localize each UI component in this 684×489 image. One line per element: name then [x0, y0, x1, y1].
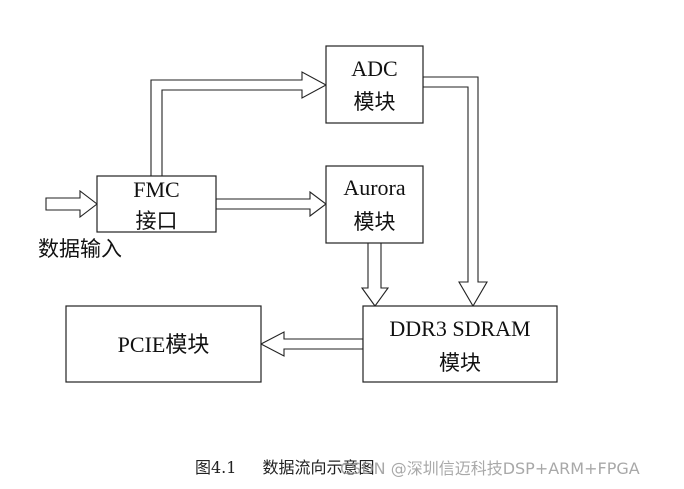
pcie-block-label: PCIE模块 [118, 332, 210, 357]
ddr3-block-sublabel: 模块 [439, 351, 481, 375]
fmc-block: FMC 接口 [96, 175, 217, 233]
watermark: CSDN @深圳信迈科技DSP+ARM+FPGA [340, 459, 640, 478]
adc-block-sublabel: 模块 [354, 90, 396, 114]
fmc-to-aurora-arrow [215, 190, 327, 218]
input-arrow [45, 189, 98, 219]
fmc-to-adc-arrow [150, 71, 328, 177]
ddr3-block-label: DDR3 SDRAM [389, 316, 530, 341]
figure-number: 图4.1 [195, 458, 237, 477]
pcie-block: PCIE模块 [65, 305, 262, 383]
aurora-block: Aurora 模块 [325, 165, 424, 244]
data-input-label: 数据输入 [38, 237, 122, 261]
ddr3-sdram-block: DDR3 SDRAM 模块 [362, 305, 558, 383]
ddr3-to-pcie-arrow [259, 331, 364, 357]
adc-to-ddr3-arrow [422, 76, 488, 308]
adc-block-label: ADC [351, 56, 397, 81]
figure-caption: 图4.1 数据流向示意图 [195, 454, 374, 478]
aurora-block-sublabel: 模块 [354, 210, 396, 234]
fmc-block-sublabel: 接口 [136, 209, 178, 233]
figure-title: 数据流向示意图 [262, 458, 375, 477]
aurora-block-label: Aurora [343, 175, 406, 200]
adc-block: ADC 模块 [325, 45, 424, 124]
fmc-block-label: FMC [133, 177, 179, 202]
aurora-to-ddr3-arrow [360, 242, 390, 307]
